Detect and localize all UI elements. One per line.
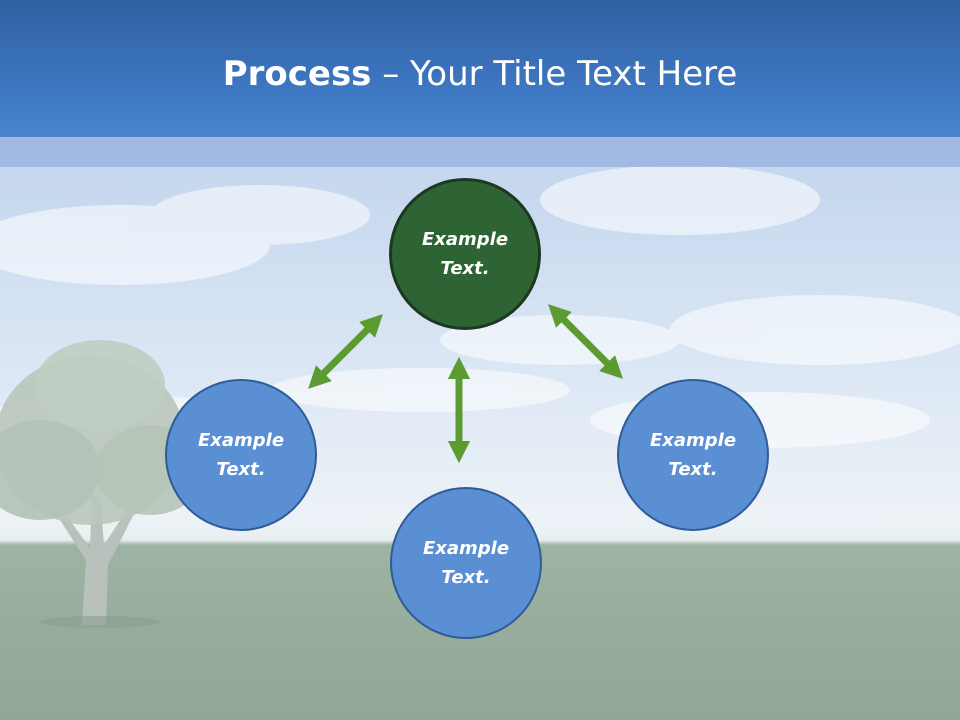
node-bottom-label: Example Text. xyxy=(422,538,510,588)
node-top[interactable]: Example Text. xyxy=(389,178,541,330)
node-left-label: Example Text. xyxy=(197,430,285,480)
title-rest-text: – Your Title Text Here xyxy=(371,54,738,94)
node-right-label: Example Text. xyxy=(649,430,737,480)
title-bold-text: Process xyxy=(222,54,372,94)
arrow-top-right xyxy=(548,304,623,379)
title-bar xyxy=(0,0,960,137)
node-right[interactable]: Example Text. xyxy=(617,379,769,531)
arrow-left-top xyxy=(308,314,383,389)
header-band xyxy=(0,137,960,167)
node-left[interactable]: Example Text. xyxy=(165,379,317,531)
node-bottom[interactable]: Example Text. xyxy=(390,487,542,639)
slide-title: Process – Your Title Text Here xyxy=(0,52,960,96)
node-top-label: Example Text. xyxy=(421,229,509,279)
